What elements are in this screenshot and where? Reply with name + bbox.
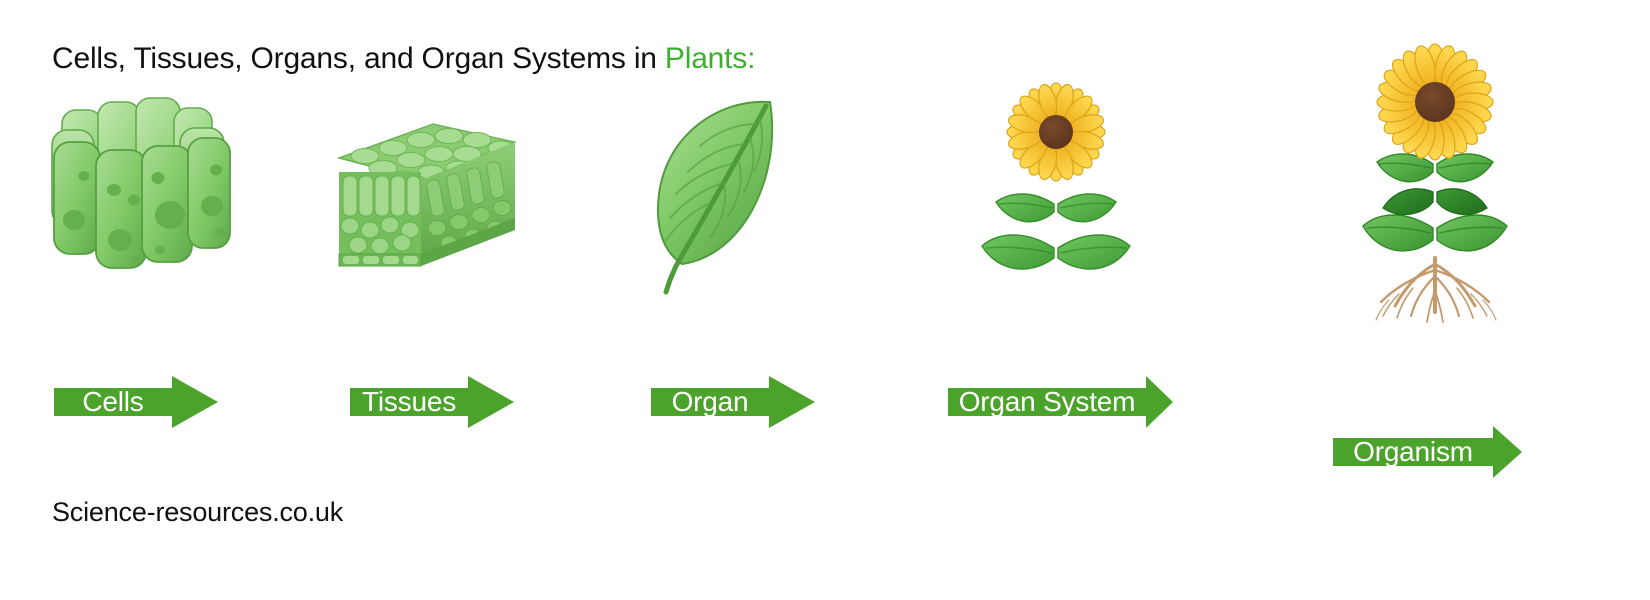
arrow-organ: Organ: [651, 374, 816, 430]
stage-organ: Organ: [630, 80, 830, 440]
page-title-accent: Plants:: [664, 42, 756, 75]
page-title: Cells, Tissues, Organs, and Organ System…: [52, 42, 755, 76]
arrow-cells: Cells: [54, 374, 219, 430]
sunflower-plant-illustration: [968, 80, 1148, 340]
green-leaf-illustration: [630, 80, 830, 340]
stage-tissues: Tissues: [325, 80, 525, 440]
plant-cells-cluster-illustration: [40, 80, 240, 340]
sunflower-plant-with-roots-illustration: [1343, 43, 1533, 350]
arrow-organism: Organism: [1333, 424, 1523, 480]
page-title-main: Cells, Tissues, Organs, and Organ System…: [52, 42, 665, 75]
arrow-organ-system: Organ System: [948, 374, 1174, 430]
stage-cells: Cells: [40, 80, 240, 440]
leaf-tissue-cross-section-illustration: [325, 80, 525, 340]
site-credit: Science-resources.co.uk: [52, 497, 344, 527]
stage-organism: Organism: [1333, 43, 1533, 478]
stage-organ-system: Organ System: [948, 80, 1188, 440]
arrow-tissues: Tissues: [350, 374, 515, 430]
